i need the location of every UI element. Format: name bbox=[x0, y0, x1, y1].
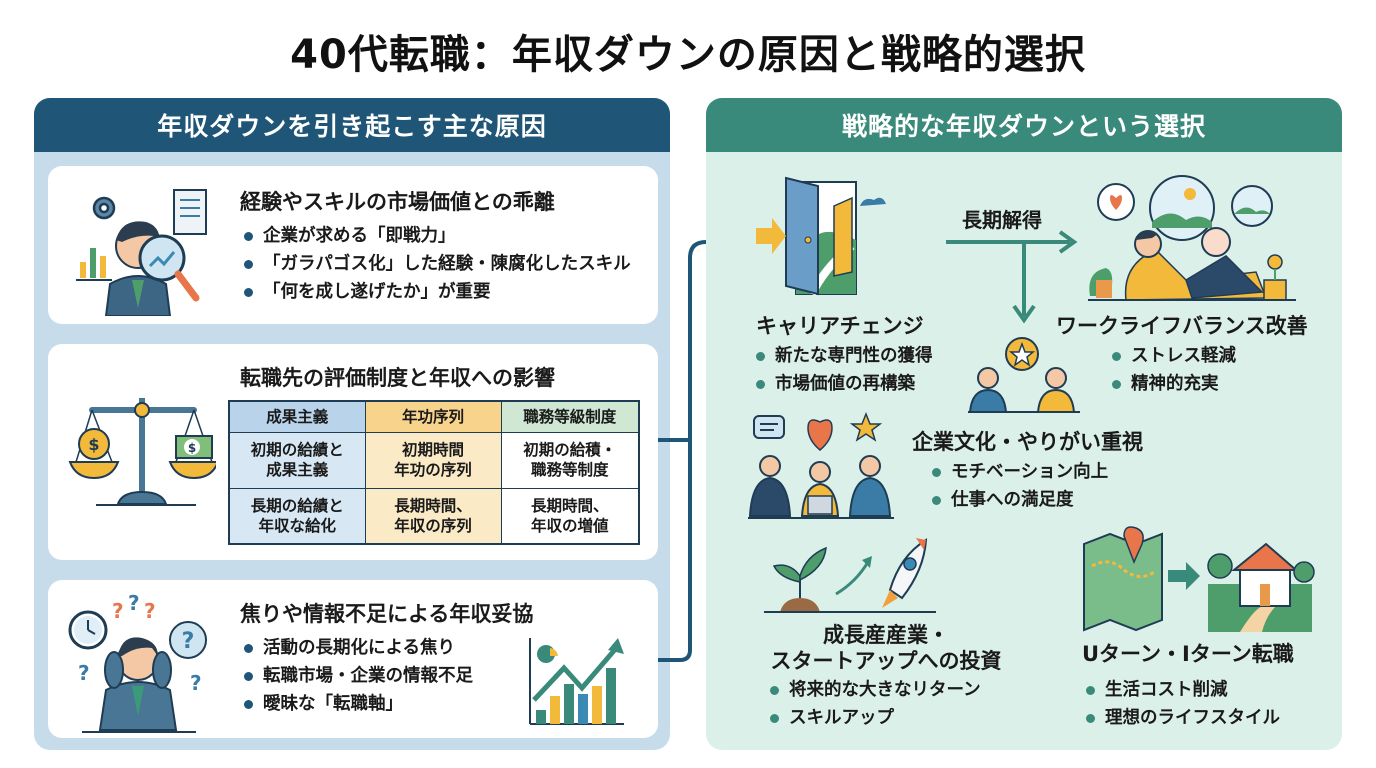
cause-card-impatience: ? ? ? ? ? ? 焦りや情報不足による年収妥協 活動の長期化による焦り 転… bbox=[48, 580, 658, 738]
table-cell: 初期の給績と成果主義 bbox=[228, 431, 366, 489]
table-header-job-grade: 職務等級制度 bbox=[500, 400, 640, 433]
table-row: 初期の給績と成果主義 初期時間年功の序列 初期の給積・職務等制度 bbox=[228, 431, 640, 489]
option-title-u-i-turn: Uターン・Iターン転職 bbox=[1082, 642, 1294, 666]
bullet-item: ストレス軽減 bbox=[1112, 342, 1236, 370]
table-cell: 長期時間、年収の増値 bbox=[500, 487, 640, 545]
option-bullets-growth-industry: 将来的な大きなリターン スキルアップ bbox=[770, 676, 981, 732]
conversation-icon bbox=[968, 337, 1080, 413]
businessman-magnifier-icon bbox=[76, 189, 207, 316]
svg-text:?: ? bbox=[78, 661, 90, 685]
table-cell: 長期時間、年収の序列 bbox=[364, 487, 502, 545]
option-title-company-culture: 企業文化・やりがい重視 bbox=[912, 430, 1143, 454]
open-door-icon bbox=[756, 176, 886, 296]
stressed-businessman-icon: ? ? ? ? ? ? bbox=[68, 591, 207, 733]
svg-text:?: ? bbox=[144, 599, 156, 623]
sprout-rocket-icon bbox=[764, 538, 936, 613]
evaluation-system-table: 成果主義 年功序列 職務等級制度 初期の給績と成果主義 初期時間年功の序列 初期… bbox=[228, 400, 640, 545]
team-celebration-icon bbox=[748, 411, 894, 519]
bullet-item: 転職市場・企業の情報不足 bbox=[244, 662, 473, 690]
cause-title-evaluation-system: 転職先の評価制度と年収への影響 bbox=[240, 366, 555, 390]
bullet-item: 生活コスト削減 bbox=[1086, 676, 1280, 704]
strategy-panel: 戦略的な年収ダウンという選択 長期解得 bbox=[706, 98, 1342, 750]
causes-panel-header: 年収ダウンを引き起こす主な原因 bbox=[34, 98, 670, 152]
cause-bullets-skill-gap: 企業が求める「即戦力」 「ガラパゴス化」した経験・陳腐化したスキル 「何を成し遂… bbox=[244, 222, 631, 306]
map-house-icon bbox=[1083, 526, 1315, 632]
svg-text:?: ? bbox=[190, 671, 202, 695]
bullet-item: 曖昧な「転職軸」 bbox=[244, 690, 473, 718]
long-term-gain-label: 長期解得 bbox=[962, 208, 1042, 232]
growth-chart-icon bbox=[529, 638, 624, 725]
svg-text:?: ? bbox=[182, 629, 195, 654]
svg-text:?: ? bbox=[112, 599, 124, 623]
table-cell: 長期の給績と年収な給化 bbox=[228, 487, 366, 545]
page-title: 40代転職：年収ダウンの原因と戦略的選択 bbox=[290, 32, 1086, 78]
table-header-seniority: 年功序列 bbox=[364, 400, 502, 433]
table-row: 長期の給績と年収な給化 長期時間、年収の序列 長期時間、年収の増値 bbox=[228, 487, 640, 545]
relaxing-person-icon bbox=[1088, 175, 1296, 301]
strategy-panel-header: 戦略的な年収ダウンという選択 bbox=[706, 98, 1342, 152]
bullet-item: 企業が求める「即戦力」 bbox=[244, 222, 631, 250]
option-title-growth-industry: 成長産産業・ スタートアップへの投資 bbox=[770, 623, 1002, 673]
bullet-item: モチベーション向上 bbox=[932, 458, 1108, 486]
causes-panel: 年収ダウンを引き起こす主な原因 経験やスキルの市場価値との乖離 bbox=[34, 98, 670, 750]
table-header-row: 成果主義 年功序列 職務等級制度 bbox=[228, 400, 640, 433]
bullet-item: 仕事への満足度 bbox=[932, 486, 1108, 514]
bullet-item: 市場価値の再構築 bbox=[756, 370, 933, 398]
option-title-career-change: キャリアチェンジ bbox=[756, 314, 924, 338]
option-bullets-work-life-balance: ストレス軽減 精神的充実 bbox=[1112, 342, 1236, 398]
svg-text:$: $ bbox=[188, 441, 196, 455]
option-bullets-u-i-turn: 生活コスト削減 理想のライフスタイル bbox=[1086, 676, 1280, 732]
cause-bullets-impatience: 活動の長期化による焦り 転職市場・企業の情報不足 曖昧な「転職軸」 bbox=[244, 634, 473, 718]
option-title-work-life-balance: ワークライフバランス改善 bbox=[1056, 314, 1308, 338]
cause-title-impatience: 焦りや情報不足による年収妥協 bbox=[240, 602, 534, 626]
table-header-performance: 成果主義 bbox=[228, 400, 366, 433]
bullet-item: 「何を成し遂げたか」が重要 bbox=[244, 278, 631, 306]
svg-text:$: $ bbox=[88, 435, 99, 454]
cause-card-skill-gap: 経験やスキルの市場価値との乖離 企業が求める「即戦力」 「ガラパゴス化」した経験… bbox=[48, 166, 658, 324]
table-cell: 初期時間年功の序列 bbox=[364, 431, 502, 489]
bullet-item: 将来的な大きなリターン bbox=[770, 676, 981, 704]
cause-card-evaluation-system: $ $ 転職先の評価制度と年収への影響 成果主義 年功序列 職務等級制度 初期の… bbox=[48, 344, 658, 560]
bullet-item: 活動の長期化による焦り bbox=[244, 634, 473, 662]
option-bullets-career-change: 新たな専門性の獲得 市場価値の再構築 bbox=[756, 342, 933, 398]
table-cell: 初期の給積・職務等制度 bbox=[500, 431, 640, 489]
svg-text:?: ? bbox=[128, 591, 140, 615]
bullet-item: 精神的充実 bbox=[1112, 370, 1236, 398]
bullet-item: 新たな専門性の獲得 bbox=[756, 342, 933, 370]
cause-title-skill-gap: 経験やスキルの市場価値との乖離 bbox=[240, 190, 555, 214]
bullet-item: 「ガラパゴス化」した経験・陳腐化したスキル bbox=[244, 250, 631, 278]
bullet-item: 理想のライフスタイル bbox=[1086, 704, 1280, 732]
flow-arrows bbox=[946, 230, 1078, 324]
option-bullets-company-culture: モチベーション向上 仕事への満足度 bbox=[932, 458, 1108, 514]
balance-scale-icon: $ $ bbox=[68, 398, 216, 506]
bullet-item: スキルアップ bbox=[770, 704, 981, 732]
